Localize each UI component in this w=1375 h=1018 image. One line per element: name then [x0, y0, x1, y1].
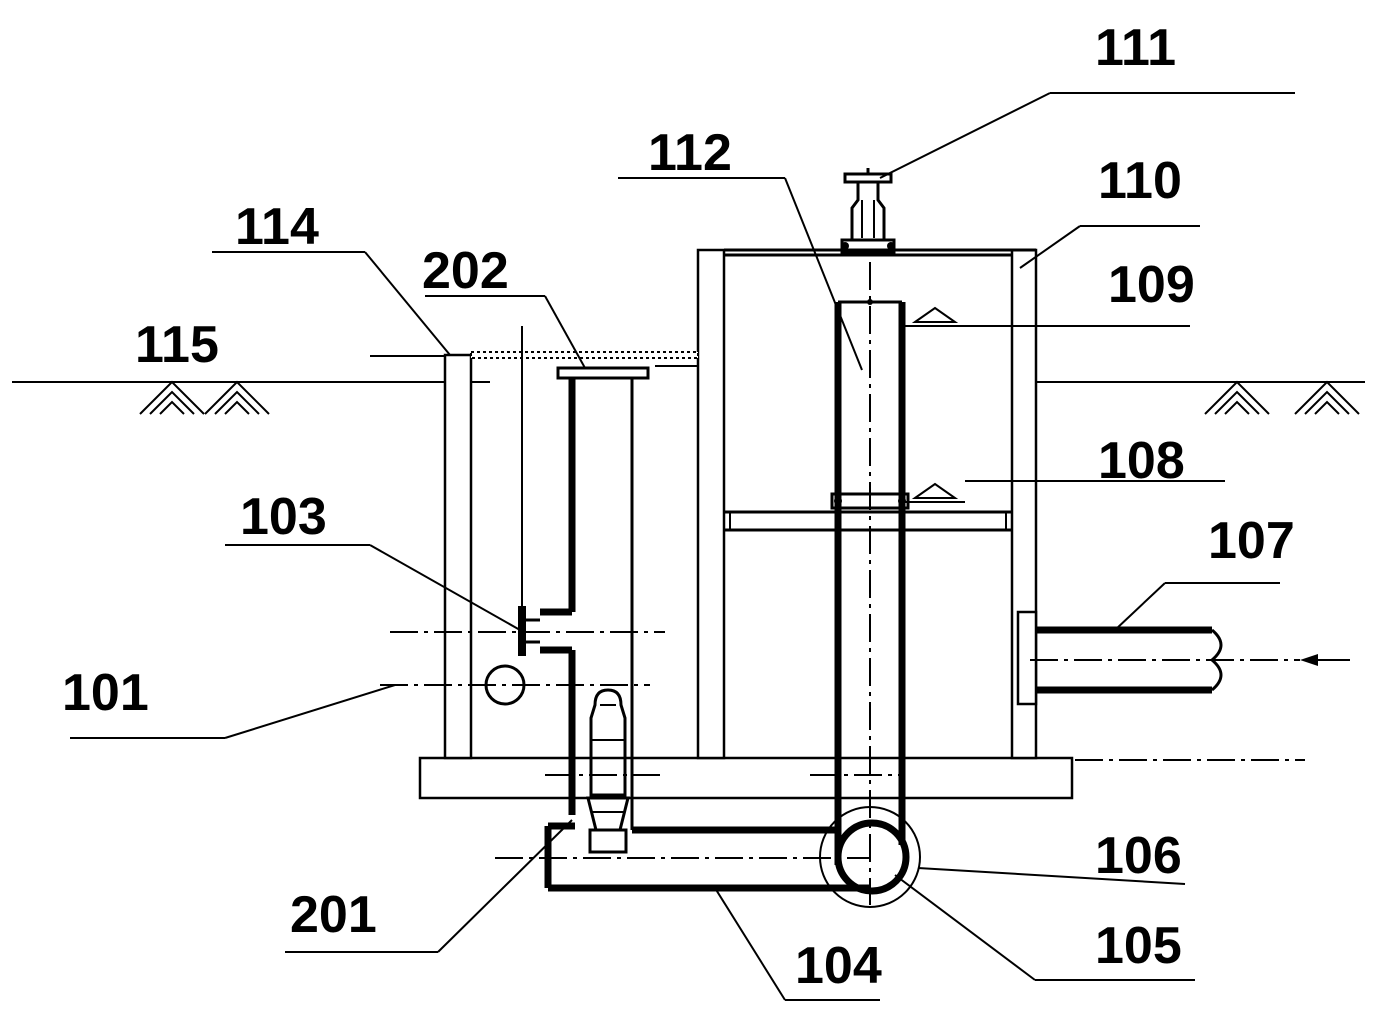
bottom-pipe: [495, 774, 921, 908]
inlet-pipe: [380, 664, 650, 706]
discharge-pipe: [390, 326, 665, 830]
label-201: 201: [290, 886, 377, 944]
label-114: 114: [235, 198, 319, 256]
water-level-symbols: [905, 306, 965, 503]
label-106: 106: [1095, 827, 1182, 885]
pump-well-walls: [443, 248, 726, 760]
label-108: 108: [1098, 432, 1185, 490]
outlet-pipe: [1016, 610, 1350, 706]
label-109: 109: [1108, 256, 1195, 314]
soil-hatch-right: [1204, 380, 1360, 415]
label-104: 104: [795, 937, 882, 995]
gate-valve-actuator: [840, 168, 896, 254]
label-103: 103: [240, 488, 327, 546]
label-105: 105: [1095, 917, 1182, 975]
base-slab: [418, 756, 1074, 800]
partition-plate: [724, 510, 1012, 532]
leader-lines: [70, 92, 1295, 1001]
label-101: 101: [62, 664, 149, 722]
label-115: 115: [135, 316, 219, 374]
soil-hatch-left: [139, 380, 270, 415]
label-202: 202: [422, 242, 509, 300]
label-112: 112: [648, 124, 732, 182]
riser-pipe: [830, 262, 910, 905]
submersible-pump: [545, 688, 660, 854]
ground-surface: [12, 380, 1365, 415]
label-111: 111: [1095, 19, 1176, 77]
label-110: 110: [1098, 152, 1182, 210]
well-cover-plate: [470, 351, 699, 367]
label-107: 107: [1208, 512, 1295, 570]
